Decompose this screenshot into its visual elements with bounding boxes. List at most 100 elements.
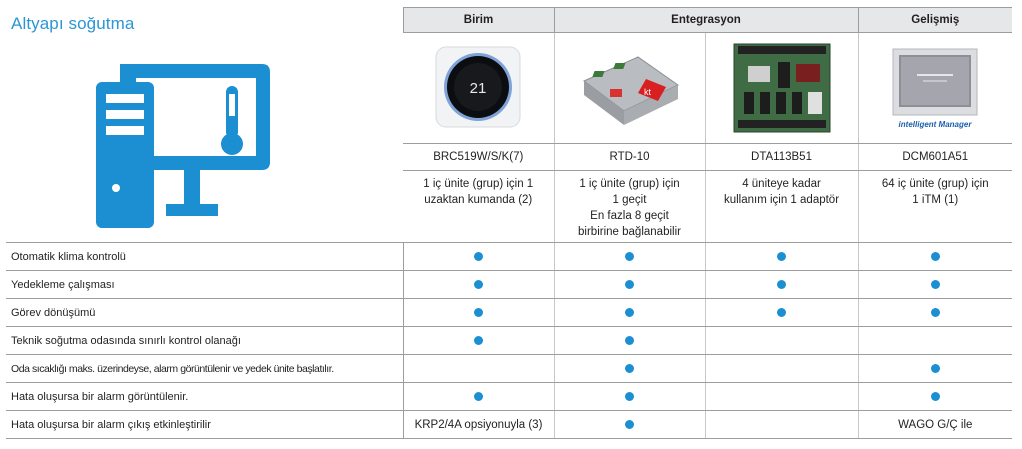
- feature-cell: [403, 242, 555, 271]
- group-header-birim: Birim: [402, 7, 555, 33]
- feature-cell: [858, 382, 1013, 411]
- model-row-spacer: [6, 144, 403, 171]
- feature-label: Otomatik klima kontrolü: [6, 242, 404, 271]
- feature-cell: [705, 270, 859, 299]
- desc-line: uzaktan kumanda (2): [424, 194, 533, 206]
- supported-dot-icon: [930, 307, 940, 317]
- feature-cell: [705, 382, 859, 411]
- touchscreen-controller-image: intelligent Manager: [892, 48, 978, 129]
- desc-line: 1 iç ünite (grup) için 1: [423, 178, 534, 190]
- supported-dot-icon: [777, 279, 786, 289]
- feature-cell: [705, 410, 859, 439]
- image-row-spacer: [6, 33, 403, 144]
- feature-cell: [705, 242, 859, 271]
- feature-cell: [403, 382, 555, 411]
- feature-cell: [705, 298, 859, 327]
- feature-cell: [554, 354, 706, 383]
- supported-dot-icon: [777, 251, 786, 261]
- feature-cell: [403, 326, 555, 355]
- interface-module-image: kt: [582, 56, 679, 125]
- feature-cell: [554, 242, 706, 271]
- desc-row-spacer: [6, 170, 403, 243]
- supported-dot-icon: [930, 363, 940, 373]
- supported-dot-icon: [777, 307, 786, 317]
- feature-row: Hata oluşursa bir alarm çıkış etkinleşti…: [6, 410, 1013, 439]
- model-name: RTD-10: [554, 143, 706, 171]
- feature-label: Yedekleme çalışması: [6, 270, 404, 299]
- supported-dot-icon: [474, 307, 483, 317]
- feature-cell: [858, 242, 1013, 271]
- feature-label: Hata oluşursa bir alarm görüntülenir.: [6, 382, 404, 411]
- feature-row: Oda sıcaklığı maks. üzerindeyse, alarm g…: [6, 354, 1013, 383]
- feature-cell: [554, 326, 706, 355]
- feature-cell: [858, 326, 1013, 355]
- feature-cell: [554, 382, 706, 411]
- feature-cell: [403, 298, 555, 327]
- desc-line: 4 üniteye kadar: [742, 178, 821, 190]
- supported-dot-icon: [930, 391, 940, 401]
- header-spacer: [6, 8, 403, 33]
- feature-cell: [403, 354, 555, 383]
- feature-cell: [554, 298, 706, 327]
- feature-cell: [858, 354, 1013, 383]
- feature-cell: [705, 354, 859, 383]
- svg-text:kt: kt: [644, 87, 652, 97]
- group-header-entegrasyon: Entegrasyon: [554, 7, 859, 33]
- desc-line: 1 iTM (1): [912, 194, 959, 206]
- desc-line: En fazla 8 geçit: [590, 210, 669, 222]
- desc-line: 1 geçit: [612, 194, 647, 206]
- thermostat-display: 21: [470, 80, 487, 97]
- feature-row: Hata oluşursa bir alarm görüntülenir.: [6, 382, 1013, 411]
- feature-cell: [554, 410, 706, 439]
- supported-dot-icon: [625, 251, 634, 261]
- product-image-cell: kt: [554, 32, 706, 144]
- desc-line: 64 iç ünite (grup) için: [881, 178, 989, 190]
- feature-cell: [705, 326, 859, 355]
- desc-line: kullanım için 1 adaptör: [723, 194, 840, 206]
- feature-label: Teknik soğutma odasında sınırlı kontrol …: [6, 326, 404, 355]
- feature-cell: [858, 298, 1013, 327]
- supported-dot-icon: [625, 419, 634, 429]
- feature-label: Oda sıcaklığı maks. üzerindeyse, alarm g…: [6, 354, 404, 383]
- desc-line: 1 iç ünite (grup) için: [579, 178, 680, 190]
- feature-cell: [858, 270, 1013, 299]
- supported-dot-icon: [625, 279, 634, 289]
- product-image-cell: 21: [403, 32, 555, 144]
- feature-cell: WAGO G/Ç ile: [858, 410, 1013, 439]
- feature-label: Hata oluşursa bir alarm çıkış etkinleşti…: [6, 410, 404, 439]
- feature-row: Görev dönüşümü: [6, 298, 1013, 327]
- model-name: DCM601A51: [858, 143, 1013, 171]
- supported-dot-icon: [625, 391, 634, 401]
- group-header-gelismis: Gelişmiş: [858, 7, 1013, 33]
- product-description: 1 iç ünite (grup) için 1 uzaktan kumanda…: [403, 170, 555, 243]
- feature-row: Yedekleme çalışması: [6, 270, 1013, 299]
- product-image-cell: intelligent Manager: [858, 32, 1013, 144]
- product-image-cell: [705, 32, 859, 144]
- supported-dot-icon: [474, 251, 483, 261]
- supported-dot-icon: [625, 335, 634, 345]
- feature-cell: KRP2/4A opsiyonuyla (3): [403, 410, 555, 439]
- supported-dot-icon: [474, 391, 483, 401]
- feature-cell: [403, 270, 555, 299]
- thermostat-unit-image: 21: [435, 46, 521, 128]
- page-title: Altyapı soğutma: [11, 14, 135, 33]
- circuit-board-image: [733, 43, 830, 133]
- product-description: 4 üniteye kadar kullanım için 1 adaptör: [705, 170, 859, 243]
- supported-dot-icon: [625, 363, 634, 373]
- supported-dot-icon: [930, 251, 940, 261]
- model-name: DTA113B51: [705, 143, 859, 171]
- supported-dot-icon: [625, 307, 634, 317]
- feature-row: Otomatik klima kontrolü: [6, 242, 1013, 271]
- model-name: BRC519W/S/K(7): [403, 143, 555, 171]
- supported-dot-icon: [474, 279, 483, 289]
- comparison-table: Birim Entegrasyon Gelişmiş 21: [6, 7, 1013, 439]
- supported-dot-icon: [474, 335, 483, 345]
- desc-line: birbirine bağlanabilir: [578, 226, 681, 238]
- product-description: 64 iç ünite (grup) için 1 iTM (1): [858, 170, 1013, 243]
- brand-logo: intelligent Manager: [899, 120, 973, 129]
- product-description: 1 iç ünite (grup) için 1 geçit En fazla …: [554, 170, 706, 243]
- supported-dot-icon: [930, 279, 940, 289]
- feature-cell: [554, 270, 706, 299]
- feature-row: Teknik soğutma odasında sınırlı kontrol …: [6, 326, 1013, 355]
